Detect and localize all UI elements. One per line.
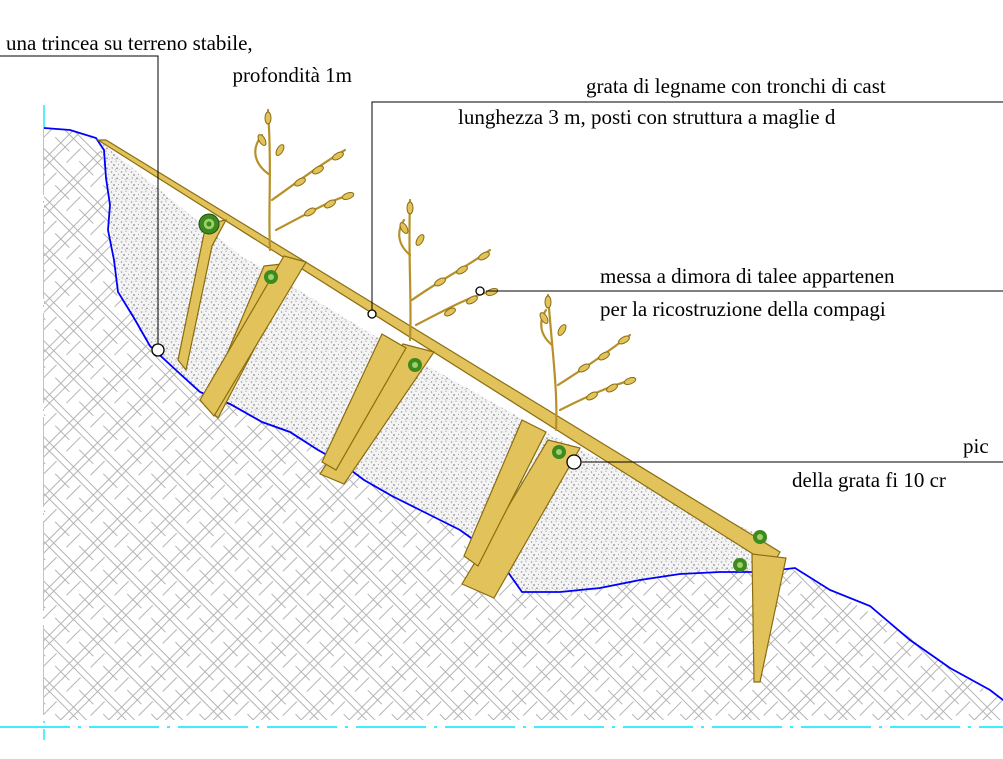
label-grid-line2: lunghezza 3 m, posti con struttura a mag… <box>458 105 836 129</box>
leader-trench <box>0 55 165 357</box>
grid-stakes <box>177 219 787 683</box>
label-stake-line1: pic <box>963 434 989 458</box>
plant-cuttings <box>254 108 637 432</box>
leader-stake <box>566 454 1003 470</box>
label-cuttings-line2: per la ricostruzione della compagi <box>600 297 886 321</box>
label-grid-line1: grata di legname con tronchi di cast <box>586 74 886 98</box>
label-cuttings-line1: messa a dimora di talee appartenen <box>600 264 895 288</box>
cutting-3 <box>539 293 637 432</box>
leader-grid <box>367 101 1003 319</box>
cutting-2 <box>398 198 499 342</box>
label-stake-line2: della grata fi 10 cr <box>792 468 946 492</box>
label-trench-line1: una trincea su terreno stabile, <box>6 31 253 55</box>
leader-cuttings <box>475 286 1003 296</box>
grid-top-beam <box>95 139 781 567</box>
terrain-profile-line <box>43 127 1003 701</box>
gravel-fill <box>98 140 770 594</box>
log-ends <box>198 213 767 572</box>
cutting-1 <box>254 108 355 252</box>
label-trench-line2: profondità 1m <box>232 63 352 87</box>
